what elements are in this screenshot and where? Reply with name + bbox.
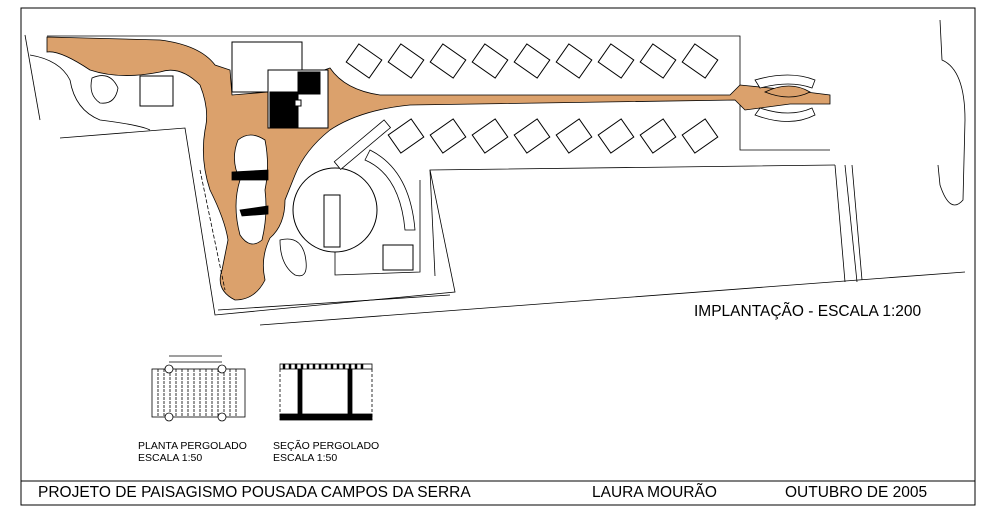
pergola-section-scale: ESCALA 1:50 xyxy=(273,452,338,464)
chalets-top-row xyxy=(345,43,719,79)
drawing-title: IMPLANTAÇÃO - ESCALA 1:200 xyxy=(694,303,922,320)
chalets-bottom-row xyxy=(387,118,719,154)
pergola-section-detail xyxy=(279,363,373,421)
buildings xyxy=(139,41,414,271)
author-name: LAURA MOURÃO xyxy=(592,484,717,501)
garden-beds xyxy=(90,75,307,277)
project-date: OUTUBRO DE 2005 xyxy=(785,484,928,501)
paving-plaza xyxy=(764,85,811,98)
pergola-section-label: SEÇÃO PERGOLADO xyxy=(273,440,380,452)
pergola-plan-label: PLANTA PERGOLADO xyxy=(138,440,247,452)
pergola-plan-scale: ESCALA 1:50 xyxy=(138,452,203,464)
pergola-plan-detail xyxy=(151,355,246,422)
sheet-border xyxy=(20,7,976,506)
project-name: PROJETO DE PAISAGISMO POUSADA CAMPOS DA … xyxy=(38,484,471,501)
pergolas xyxy=(199,74,816,291)
